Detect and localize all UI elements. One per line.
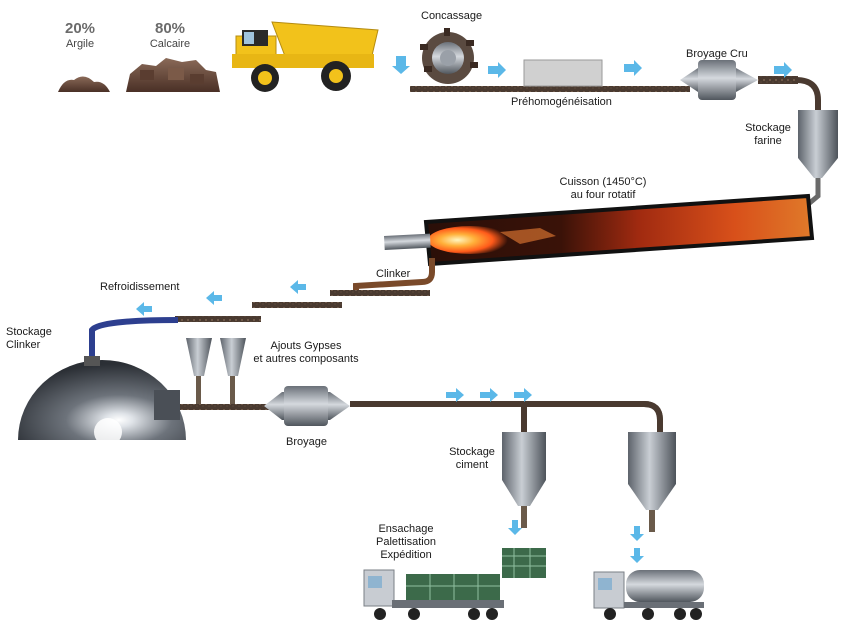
ensachage-label: Ensachage [378,523,434,535]
concassage-label: Concassage [421,10,483,22]
silo-farine [798,110,838,208]
cuisson-label-2: au four rotatif [570,189,636,201]
arrow-icon [446,388,464,402]
calcaire-label: Calcaire [149,38,191,50]
dump-truck [232,21,379,92]
stockage-farine-label-1: Stockage [745,122,791,134]
stockage-ciment-label-2: ciment [455,459,489,471]
ajouts-label-1: Ajouts Gypses [270,340,342,352]
feed-line [180,404,270,410]
refroidissement-label: Refroidissement [100,281,180,293]
argile-percent: 20% [64,20,96,37]
ajouts-label-2: et autres composants [253,353,359,365]
arrow-icon [136,302,152,316]
cement-conveyor [350,401,663,434]
arrow-icon [488,62,506,78]
calcaire-percent: 80% [154,20,186,37]
stockage-clinker-label-1: Stockage [6,326,52,338]
argile-label: Argile [65,38,95,50]
arrow-icon [630,548,644,563]
flow-arrows [136,56,792,563]
expedition-label: Expédition [380,549,432,561]
calcaire-pile [126,58,220,92]
pallet [502,548,546,578]
stockage-clinker-label-2: Clinker [6,339,41,351]
broyage-cru-label: Broyage Cru [686,48,748,60]
flatbed-truck [363,569,504,620]
crusher [420,28,478,84]
gypsum-hoppers [186,338,246,406]
arrow-icon [774,62,792,78]
arrow-icon [508,520,522,535]
argile-pile [58,76,110,92]
arrow-icon [624,60,642,76]
arrow-icon [392,56,410,74]
raw-mill [680,60,821,112]
stockage-ciment-label-1: Stockage [449,446,495,458]
silo-ciment-2 [628,432,676,532]
rotary-kiln [384,193,815,267]
cuisson-label-1: Cuisson (1450°C) [559,176,647,188]
prehomogeneisation-label: Préhomogénéisation [511,96,612,108]
tanker-truck [593,570,704,620]
prehomogenization-pile [523,59,603,87]
clinker-conveyor-blue [89,317,179,358]
arrow-icon [480,388,498,402]
clinker-chute [353,258,435,292]
arrow-icon [514,388,532,402]
clinker-dome [18,356,186,446]
conveyor-top [410,86,690,92]
broyage-label: Broyage [286,436,327,448]
silo-ciment-1 [502,432,546,528]
arrow-icon [630,526,644,541]
cooler-grate [175,290,430,322]
stockage-farine-label-2: farine [754,135,782,147]
clinker-label: Clinker [376,268,411,280]
cement-mill [264,386,350,426]
arrow-icon [290,280,306,294]
arrow-icon [206,291,222,305]
palettisation-label: Palettisation [376,536,436,548]
